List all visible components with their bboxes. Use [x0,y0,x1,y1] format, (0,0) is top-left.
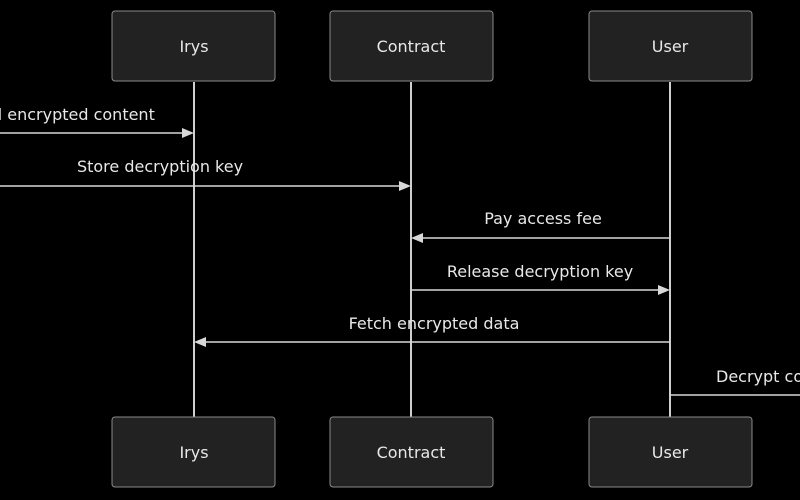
actor-label: Irys [179,443,208,462]
message-store-decryption-key: Store decryption key [0,157,411,191]
message-label: Decrypt co [716,367,800,386]
message-upload-encrypted-content: d encrypted content [0,105,194,138]
message-label: Store decryption key [77,157,243,176]
actor-user-top: User [588,10,753,82]
message-label: Fetch encrypted data [349,314,520,333]
arrowhead-icon [399,181,411,191]
actor-label: User [652,37,689,56]
actor-label: User [652,443,689,462]
arrowhead-icon [411,233,423,243]
actor-irys-bottom: Irys [111,416,276,488]
message-pay-access-fee: Pay access fee [411,209,670,243]
actor-label: Irys [179,37,208,56]
message-decrypt-content: Decrypt co [670,367,800,396]
message-fetch-encrypted-data: Fetch encrypted data [194,314,670,347]
actor-user-bottom: User [588,416,753,488]
message-label: Release decryption key [447,262,633,281]
arrowhead-icon [194,337,206,347]
actor-contract-bottom: Contract [329,416,494,488]
arrowhead-icon [658,285,670,295]
actor-label: Contract [377,37,446,56]
actor-contract-top: Contract [329,10,494,82]
arrowhead-icon [182,128,194,138]
message-release-decryption-key: Release decryption key [411,262,670,295]
message-label: d encrypted content [0,105,155,124]
message-label: Pay access fee [484,209,602,228]
actor-irys-top: Irys [111,10,276,82]
actor-label: Contract [377,443,446,462]
